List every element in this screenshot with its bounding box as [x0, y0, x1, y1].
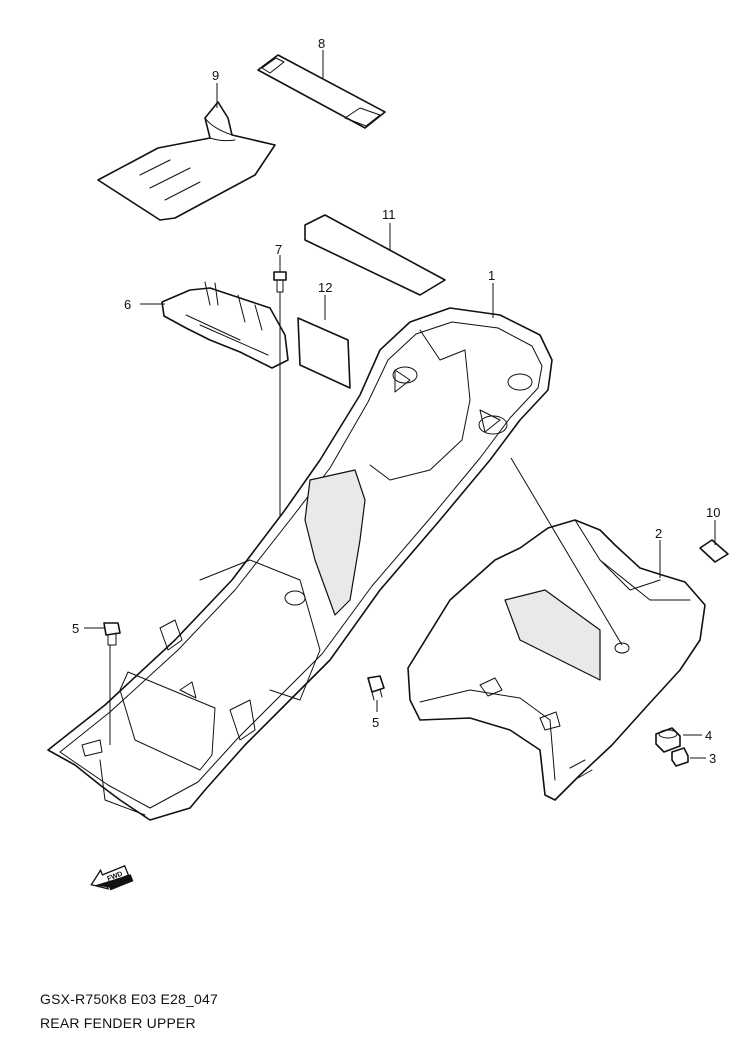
part-12-label — [297, 317, 351, 389]
diagram-code: GSX-R750K8 E03 E28_047 — [40, 991, 218, 1007]
callout-11: 11 — [382, 207, 396, 222]
callout-3: 3 — [709, 751, 716, 766]
callouts: 8 9 11 7 1 12 6 10 2 5 5 4 3 — [72, 36, 720, 766]
part-10-label — [699, 539, 729, 563]
callout-6: 6 — [124, 297, 131, 312]
part-5-screw-left — [103, 622, 121, 646]
part-11-pad — [304, 214, 446, 296]
callout-9: 9 — [212, 68, 219, 83]
part-6-bracket — [161, 281, 289, 369]
callout-7: 7 — [275, 242, 282, 257]
callout-8: 8 — [318, 36, 325, 51]
part-8-strap — [257, 54, 386, 129]
callout-10: 10 — [706, 505, 720, 520]
callout-5-right: 5 — [372, 715, 379, 730]
part-1-rear-fender — [47, 307, 553, 821]
callout-1: 1 — [488, 268, 495, 283]
callout-4: 4 — [705, 728, 712, 743]
part-2-cover — [407, 519, 706, 801]
callout-2: 2 — [655, 526, 662, 541]
leader-lines — [84, 50, 716, 759]
fwd-arrow-icon: FWD — [90, 865, 134, 891]
part-9-tool-bag — [97, 101, 276, 221]
part-4-grommet — [655, 727, 681, 753]
callout-5-left: 5 — [72, 621, 79, 636]
diagram-title: REAR FENDER UPPER — [40, 1015, 196, 1031]
callout-12: 12 — [318, 280, 332, 295]
part-3-collar — [671, 747, 689, 767]
part-5-screw-right — [367, 675, 385, 701]
